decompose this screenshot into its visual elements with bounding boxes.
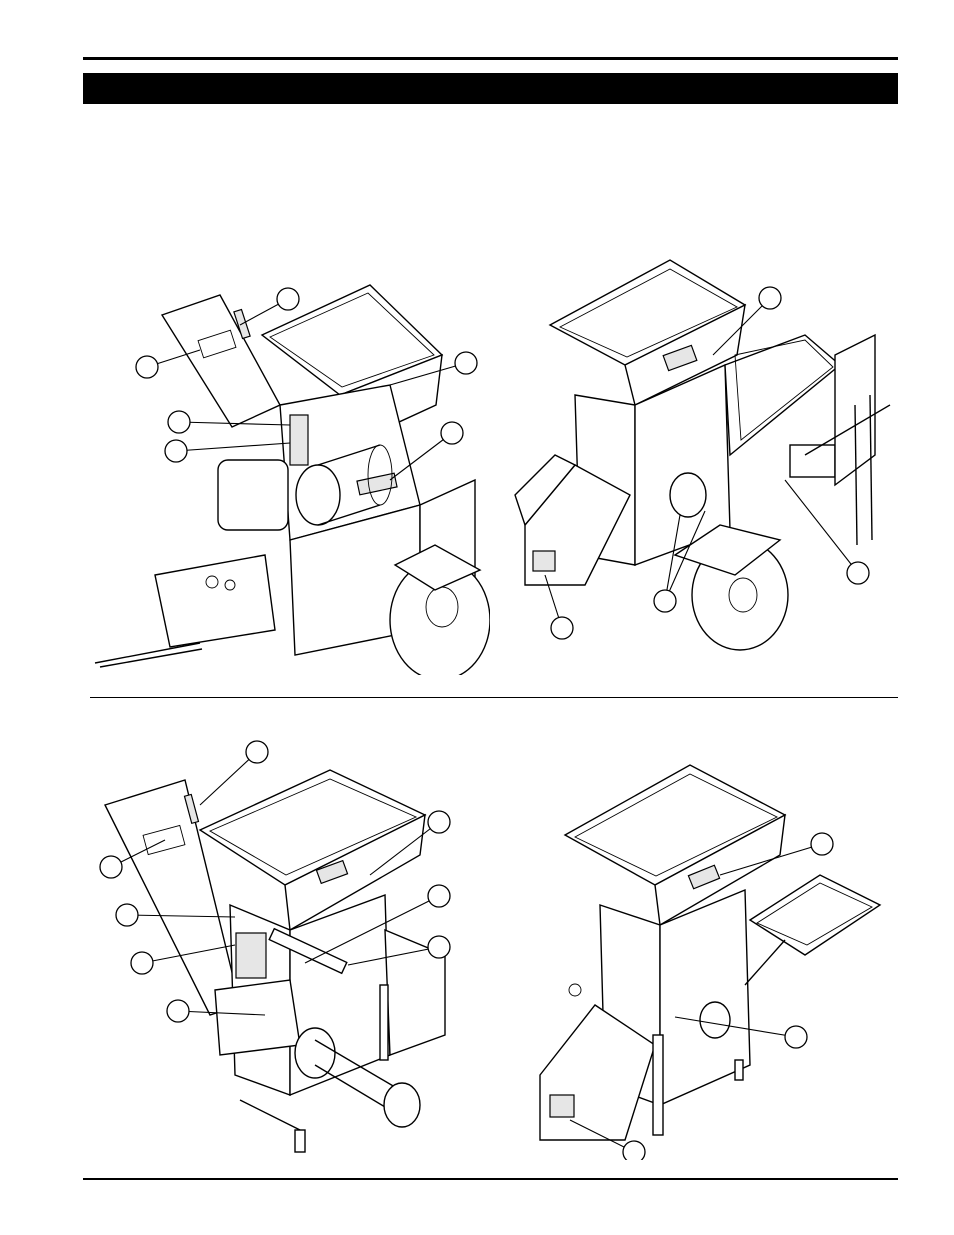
figure-pto-right — [525, 755, 895, 1160]
bottom-rule — [83, 1178, 898, 1180]
pto-left-illustration — [99, 740, 451, 1153]
figure-divider-rule — [90, 697, 898, 698]
towable-right-illustration — [514, 259, 891, 651]
figure-pto-left — [90, 735, 470, 1155]
section-title-bar — [83, 73, 898, 104]
top-rule — [83, 57, 898, 60]
figure-towable-left — [90, 255, 490, 675]
towable-left-illustration — [94, 284, 490, 675]
figure-towable-right — [505, 255, 900, 655]
pto-right-illustration — [539, 764, 882, 1160]
